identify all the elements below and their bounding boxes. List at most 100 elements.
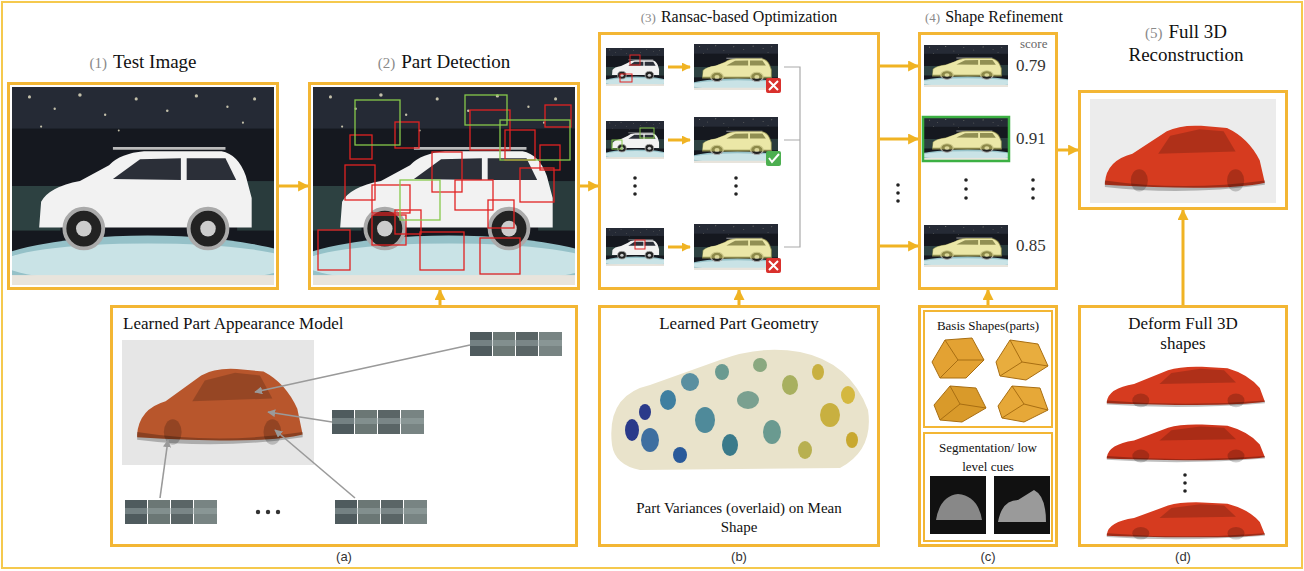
art-circle — [633, 184, 637, 188]
flow-arrow — [440, 290, 441, 305]
art-use — [1107, 424, 1265, 462]
art-ellipse — [763, 420, 781, 444]
art-g — [633, 176, 900, 203]
art-path — [936, 494, 982, 520]
node-text: Learned Part Geometry — [659, 314, 819, 333]
art-rect — [500, 120, 570, 160]
connector-line — [738, 290, 741, 305]
art-use — [683, 224, 792, 277]
art-g — [668, 67, 690, 247]
text-group: Segmentation/ low level cues — [929, 437, 1047, 475]
art-circle — [633, 176, 637, 180]
art-rect — [345, 165, 375, 200]
stage-box: (3)Ransac-based Optimization — [598, 32, 880, 290]
art-line — [275, 430, 355, 498]
art-ellipse — [753, 358, 767, 372]
art-rect — [766, 151, 781, 166]
node-text: Test Image — [113, 51, 197, 72]
text-group: (3) Ransac-based Optimization — [591, 7, 887, 26]
art-ellipse — [722, 434, 738, 456]
node-text: (5) — [1145, 25, 1163, 41]
art-path — [940, 340, 984, 378]
connector-line — [987, 290, 990, 305]
text-group: Part Variances (overlaid) on Mean Shape — [631, 498, 847, 536]
art-use — [683, 117, 792, 170]
art-circle — [896, 191, 900, 195]
node-text: Segmentation/ low level cues — [939, 440, 1037, 474]
art-ellipse — [625, 419, 639, 441]
art-g — [766, 78, 781, 273]
node-text: (2) — [378, 55, 396, 71]
art-path — [1002, 386, 1048, 418]
art-rect — [355, 100, 400, 145]
art-ellipse — [715, 364, 729, 380]
art-circle — [734, 184, 738, 188]
connector-line — [880, 138, 918, 141]
node-text: Ransac-based Optimization — [661, 8, 837, 25]
art-path — [940, 386, 986, 420]
art-ellipse — [695, 407, 715, 433]
art-ellipse — [681, 373, 699, 391]
art-use — [1105, 126, 1265, 192]
art-circle — [1031, 178, 1035, 182]
art-path — [769, 261, 778, 270]
art-g — [318, 105, 571, 274]
connector-line — [439, 290, 442, 305]
art-line — [268, 412, 332, 422]
art-circle — [896, 199, 900, 203]
art-ellipse — [660, 390, 676, 410]
art-rect — [432, 152, 462, 192]
art-use — [598, 228, 673, 272]
art-ellipse — [820, 403, 840, 427]
art-line — [668, 139, 690, 142]
art-rect — [766, 258, 781, 273]
connector-line — [880, 245, 918, 248]
connector-line — [279, 185, 308, 188]
art-circle — [734, 192, 738, 196]
art-g — [160, 345, 470, 498]
art-rect — [122, 340, 314, 465]
art-circle — [964, 178, 968, 182]
art-ellipse — [673, 447, 687, 463]
art-ellipse — [798, 441, 812, 459]
art-circle — [266, 510, 270, 514]
art-rect — [923, 117, 1009, 161]
art-circle — [1183, 489, 1187, 493]
art-use — [913, 45, 1022, 93]
text-group: (a) — [83, 546, 605, 565]
art-g — [625, 358, 858, 463]
art-ellipse — [639, 404, 651, 420]
art-rect — [540, 145, 560, 170]
node-text: (3) — [641, 10, 656, 25]
art-polygon — [934, 386, 986, 422]
stage-box: Learned Part GeometryPart Variances (ove… — [598, 305, 880, 547]
flow-arrow — [880, 66, 918, 246]
art-rect — [318, 230, 350, 270]
art-use — [683, 44, 792, 97]
art-rect — [395, 122, 419, 148]
art-rect — [420, 232, 464, 270]
node-text: (c) — [980, 549, 995, 564]
text-group: (4)Shape Refinement — [925, 7, 1063, 26]
art-path — [998, 490, 1046, 522]
inner-box: Segmentation/ low level cues — [923, 432, 1053, 542]
art-path — [784, 67, 800, 247]
flow-arrow — [988, 290, 989, 305]
art-line — [668, 66, 690, 69]
text-group: (1)Test Image — [0, 51, 296, 74]
art-line — [668, 246, 690, 249]
art-circle — [964, 187, 968, 191]
art-rect — [395, 210, 421, 234]
art-g — [355, 95, 570, 220]
art-ellipse — [846, 432, 858, 448]
connector-line — [880, 65, 918, 68]
stage-box: Deform Full 3D shapes(d) — [1078, 305, 1288, 547]
art-rect — [612, 140, 622, 149]
art-rect — [455, 180, 493, 210]
art-g — [256, 510, 280, 514]
art-use — [1107, 502, 1265, 539]
art-ellipse — [782, 375, 798, 395]
art-rect — [630, 55, 640, 65]
art-ellipse — [812, 364, 824, 380]
art-rect — [480, 238, 520, 274]
